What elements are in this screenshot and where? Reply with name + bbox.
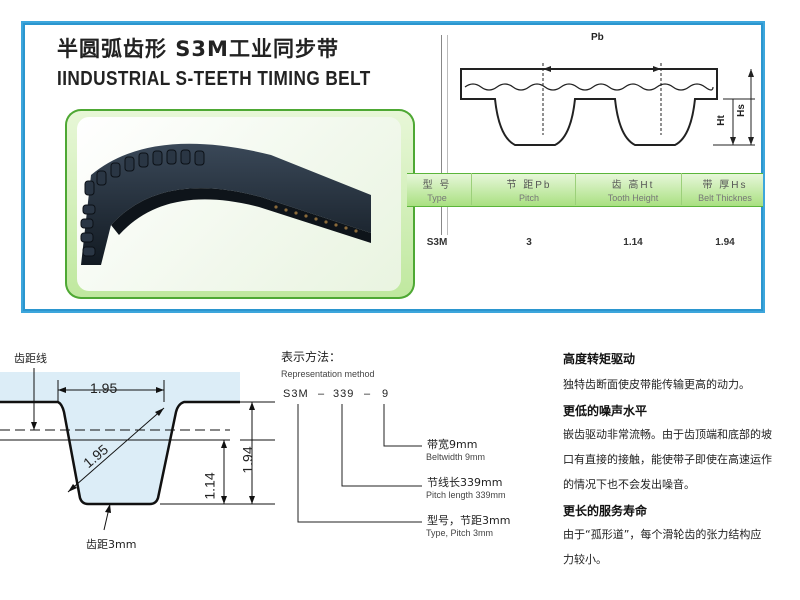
top-width-dimension: 1.95 (90, 380, 118, 396)
code-type: S3M (283, 388, 309, 400)
product-header-panel: 半圆弧齿形 S3M工业同步带 IINDUSTRIAL S-TEETH TIMIN… (21, 21, 765, 313)
divider (441, 35, 442, 235)
spec-separator (575, 173, 576, 205)
code-width: 9 (382, 388, 390, 400)
feature-heading: 更低的噪声水平 (563, 404, 648, 418)
beltwidth-label-en: Beltwidth 9mm (426, 452, 486, 462)
representation-title: 表示方法： (281, 350, 342, 364)
spec-header-tooth-height: 齿 高Ht Tooth Height (607, 180, 659, 203)
timing-belt-image (80, 143, 371, 265)
spec-header-pitch: 节 距Pb Pitch (506, 180, 552, 203)
type-pitch-label-en: Type, Pitch 3mm (426, 528, 494, 538)
divider (447, 35, 448, 235)
spec-table-header (407, 173, 763, 207)
feature-text: 由于“孤形道”，每个滑轮齿的张力结构应 (563, 528, 762, 541)
feature-text: 力较小。 (563, 553, 607, 566)
pitch-line-label: 齿距线 (14, 352, 47, 365)
feature-text: 的情况下也不会发出噪音。 (563, 478, 695, 491)
belt-profile-diagram (460, 63, 755, 146)
spec-value-tooth-height: 1.14 (623, 237, 643, 248)
title-chinese: 半圆弧齿形 S3M工业同步带 (57, 37, 339, 61)
beltwidth-label-cn: 带宽9mm (427, 438, 478, 451)
belt-thickness-symbol-label: Hs (735, 104, 747, 117)
code-dash: – (364, 388, 372, 400)
pitch-symbol-label: Pb (591, 32, 604, 43)
tooth-height-dimension: 1.14 (201, 472, 218, 500)
feature-heading: 高度转矩驱动 (563, 352, 636, 366)
spec-value-belt-thickness: 1.94 (715, 237, 735, 248)
spec-value-pitch: 3 (526, 237, 532, 248)
spec-separator (471, 173, 472, 205)
type-pitch-label-cn: 型号，节距3mm (427, 514, 511, 527)
spec-separator (681, 173, 682, 205)
feature-text: 口有直接的接触，能使带子即使在高速运作 (563, 453, 772, 466)
spec-value-type: S3M (426, 237, 448, 248)
code-length: 339 (333, 388, 355, 400)
representation-leader-lines (297, 404, 422, 523)
pitch-length-label-cn: 节线长339mm (427, 476, 503, 489)
title-english: IINDUSTRIAL S-TEETH TIMING BELT (57, 68, 371, 90)
spec-header-type: 型 号 Type (422, 180, 452, 203)
tooth-pitch-label: 齿距3mm (86, 538, 137, 551)
pitch-length-label-en: Pitch length 339mm (426, 490, 506, 500)
feature-text: 独特齿断面使皮带能传输更高的动力。 (563, 378, 750, 391)
representation-subtitle: Representation method (281, 369, 375, 379)
feature-text: 嵌齿驱动非常流畅。由于齿顶端和底部的坡 (563, 428, 772, 441)
feature-heading: 更长的服务寿命 (563, 504, 648, 518)
tooth-dimension-drawing (0, 368, 275, 531)
belt-thickness-dimension: 1.94 (239, 446, 256, 474)
tooth-height-symbol-label: Ht (715, 115, 727, 126)
spec-header-belt-thickness: 带 厚Hs Belt Thicknes (698, 180, 752, 203)
code-dash: – (318, 388, 326, 400)
